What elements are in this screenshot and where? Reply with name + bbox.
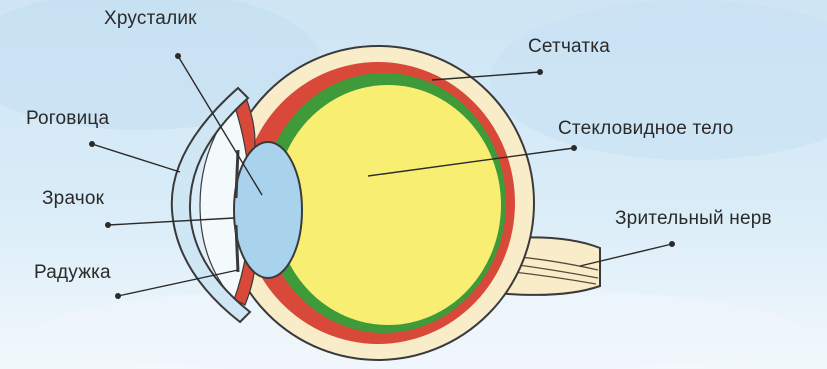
retina-label: Сетчатка: [528, 36, 610, 58]
vitreous-body-shape: [275, 85, 501, 325]
pupil-label: Зрачок: [42, 188, 104, 210]
optic-nerve-label: Зрительный нерв: [615, 208, 772, 230]
lens-shape: [234, 142, 302, 278]
vitreous-body-label: Стекловидное тело: [558, 118, 734, 140]
lens-label: Хрусталик: [104, 8, 197, 30]
iris-lower-edge: [236, 225, 238, 272]
iris-upper-edge: [236, 150, 238, 198]
iris-label: Радужка: [34, 262, 111, 284]
cornea-label: Роговица: [26, 108, 109, 130]
cornea-leader: [92, 144, 180, 172]
